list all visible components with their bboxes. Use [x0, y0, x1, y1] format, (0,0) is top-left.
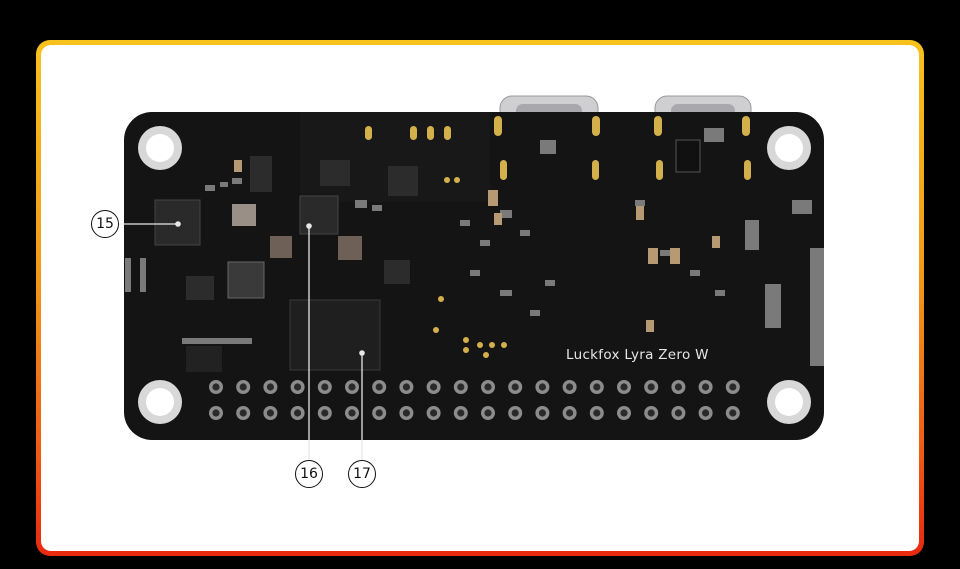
- ic-chip-17: [289, 299, 381, 371]
- mounting-hole-top-left: [138, 126, 182, 170]
- ic-chip-16: [299, 195, 339, 235]
- mounting-hole-bottom-right: [767, 380, 811, 424]
- callout-17: 17: [348, 460, 376, 488]
- gpio-header-pins: [209, 380, 740, 420]
- mounting-hole-bottom-left: [138, 380, 182, 424]
- mounting-hole-top-right: [767, 126, 811, 170]
- callout-15: 15: [91, 210, 119, 238]
- callout-16: 16: [295, 460, 323, 488]
- passive-components: [125, 128, 824, 366]
- board-silkscreen-label: Luckfox Lyra Zero W: [566, 347, 709, 363]
- gold-pads: [365, 116, 751, 358]
